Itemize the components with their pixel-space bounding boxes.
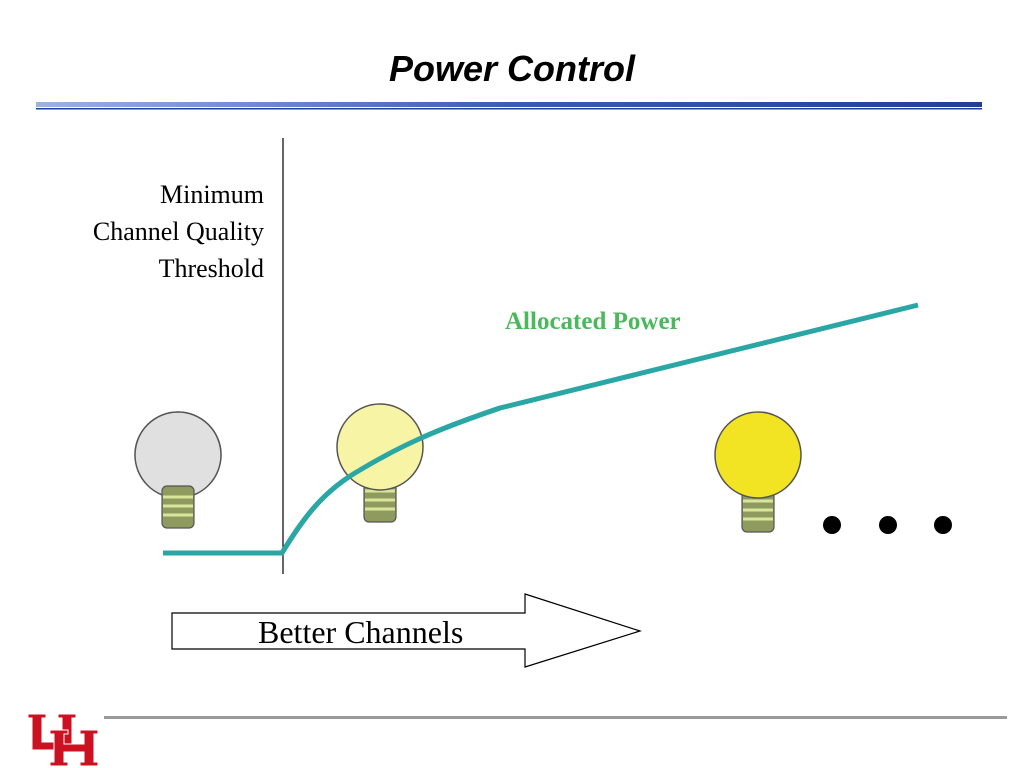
footer-rule <box>104 716 1007 719</box>
title-rule <box>36 102 982 110</box>
lightbulb-off-icon <box>134 411 222 529</box>
allocated-power-label: Allocated Power <box>505 308 681 335</box>
better-channels-label: Better Channels <box>258 614 464 650</box>
lightbulb-dim-icon <box>336 403 424 523</box>
threshold-label-line-3: Threshold <box>158 254 264 283</box>
threshold-label: Minimum Channel Quality Threshold <box>93 176 264 287</box>
slide-title: Power Control <box>388 48 635 89</box>
lightbulb-bright-icon <box>714 411 802 533</box>
allocated-power-curve-overlay <box>279 405 501 555</box>
uh-logo-icon <box>27 713 99 767</box>
continuation-dots <box>823 516 952 534</box>
threshold-label-line-1: Minimum <box>159 180 264 209</box>
better-channels-arrow <box>171 593 642 668</box>
allocated-power-curve <box>163 302 919 556</box>
threshold-label-line-2: Channel Quality <box>92 217 264 246</box>
